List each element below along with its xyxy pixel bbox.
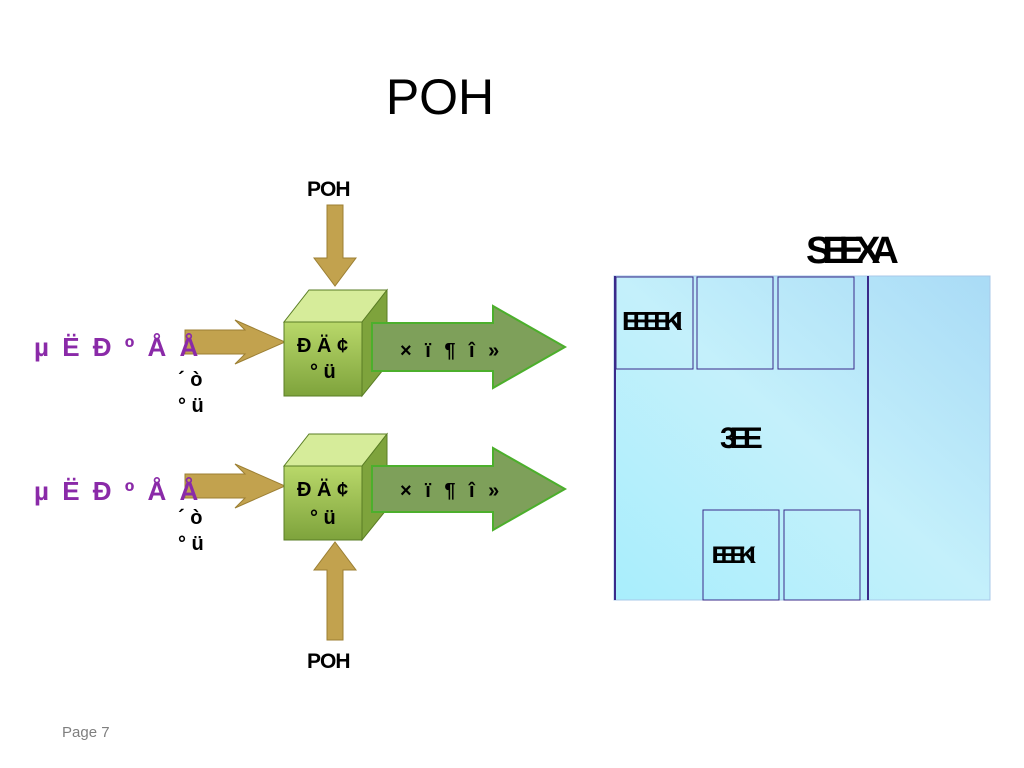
input-arrow-2 [184, 463, 287, 509]
frame-cell-bottom-1 [702, 509, 780, 601]
bottom-poh-label: POH [307, 650, 351, 673]
output-arrow-1 [371, 304, 568, 390]
frame-cell-top-3 [777, 276, 855, 370]
bottom-poh-arrow [313, 541, 357, 641]
output-arrow-2 [371, 446, 568, 532]
input-sub-label-2a: ´ ò [178, 507, 203, 529]
output-label-1: × ï ¶ î » [400, 340, 504, 362]
input-label-1: µ Ë Ð º Å Å [34, 332, 202, 362]
frame-cell-bottom-2 [783, 509, 861, 601]
top-poh-label: POH [307, 178, 351, 201]
input-sub-label-1b: ° ü [178, 395, 204, 417]
frame-structure [613, 275, 991, 601]
frame-cell-top-1 [615, 276, 694, 370]
cube-text-1a: Ð Ä ¢ [297, 335, 349, 357]
frame-cell-top-2 [696, 276, 774, 370]
output-label-2: × ï ¶ î » [400, 480, 504, 502]
cube-text-2a: Ð Ä ¢ [297, 479, 349, 501]
frame-row1-label: IEEEEKI [622, 306, 683, 336]
frame-middle-label: 3EE [720, 422, 763, 455]
slide-title: POH [385, 69, 495, 125]
cube-text-1b: ° ü [310, 361, 336, 383]
frame-row3-label: IEEEKI [712, 542, 756, 569]
input-label-2: µ Ë Ð º Å Å [34, 476, 202, 506]
cube-text-2b: ° ü [310, 507, 336, 529]
input-arrow-1 [184, 319, 287, 365]
input-sub-label-2b: ° ü [178, 533, 204, 555]
page-number: Page 7 [62, 724, 110, 741]
input-sub-label-1a: ´ ò [178, 369, 203, 391]
top-poh-arrow [313, 204, 357, 287]
frame-header: SEEXA [806, 230, 899, 272]
